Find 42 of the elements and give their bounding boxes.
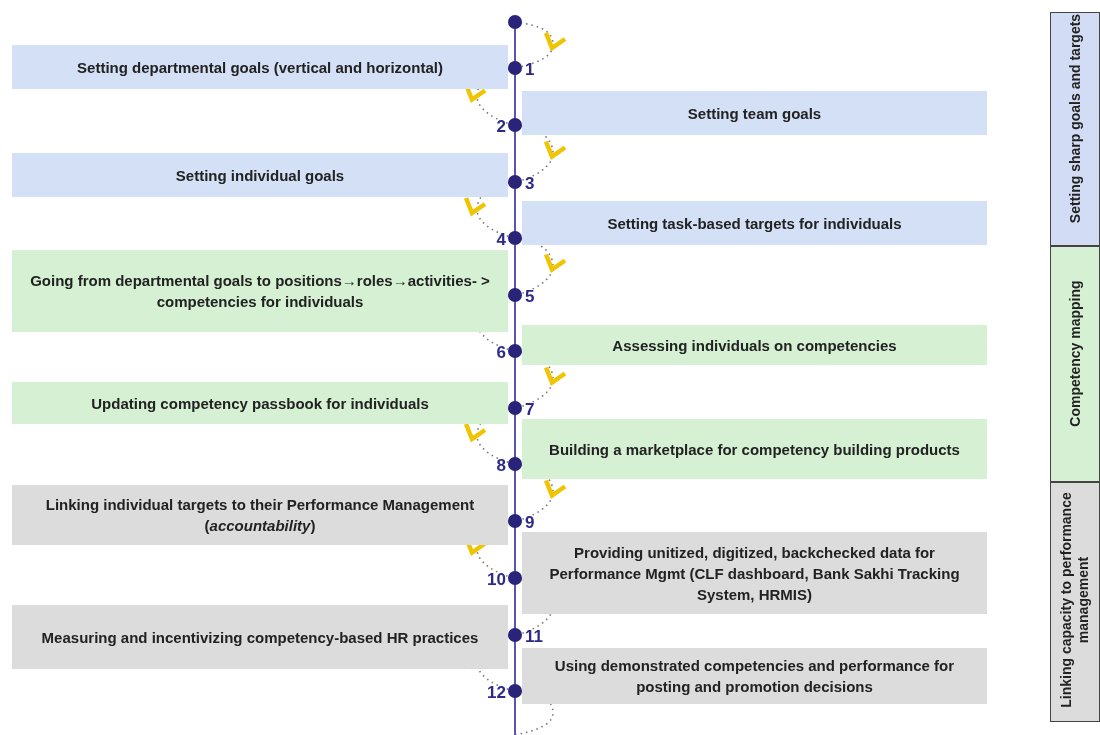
step-box	[12, 382, 508, 424]
step-number: 3	[525, 174, 535, 194]
step-box	[522, 91, 987, 135]
step-number: 12	[487, 683, 506, 703]
category-band	[1050, 12, 1100, 246]
step-number: 1	[525, 60, 535, 80]
step-text: Setting team goals	[687, 103, 822, 124]
step-box	[522, 419, 987, 479]
step-box	[522, 532, 987, 614]
step-number: 10	[487, 570, 506, 590]
step-text: Going from departmental goals to positions→roles→activities- > competencies for individuals	[29, 271, 491, 312]
step-number: 2	[496, 117, 506, 137]
band-label: Setting sharp goals and targets	[1066, 12, 1083, 226]
step-text: Using demonstrated competencies and performance for posting and promotion decisions	[553, 656, 956, 697]
step-box	[522, 201, 987, 245]
step-box	[522, 325, 987, 365]
step-number: 5	[525, 287, 535, 307]
step-box	[12, 605, 508, 669]
band-label: Linking capacity to performance management	[1057, 491, 1092, 710]
step-text: Setting task-based targets for individuals	[607, 213, 902, 234]
category-band	[1050, 482, 1100, 722]
step-text: Updating competency passbook for individuals	[91, 393, 429, 414]
step-box	[522, 648, 987, 704]
step-text: Measuring and incentivizing competency-based HR practices	[41, 627, 479, 648]
category-band	[1050, 246, 1100, 482]
step-text: Providing unitized, digitized, backchecked data for Performance Mgmt (CLF dashboard, Bank Sakhi Tracking System, HRMIS)	[548, 542, 961, 605]
step-text: Setting departmental goals (vertical and horizontal)	[77, 57, 443, 78]
step-box	[12, 485, 508, 545]
step-number: 7	[525, 400, 535, 420]
step-text: Assessing individuals on competencies	[612, 335, 897, 356]
step-text: Building a marketplace for competency building products	[549, 439, 960, 460]
step-number: 4	[496, 230, 506, 250]
step-text: Setting individual goals	[175, 165, 345, 186]
step-text: Linking individual targets to their Performance Management (accountability)	[44, 495, 476, 536]
step-box	[12, 250, 508, 332]
step-number: 9	[525, 513, 535, 533]
step-box	[12, 153, 508, 197]
step-number: 8	[496, 456, 506, 476]
band-label: Competency mapping	[1066, 279, 1083, 429]
step-number: 11	[525, 627, 543, 647]
step-number: 6	[496, 343, 506, 363]
step-box	[12, 45, 508, 89]
